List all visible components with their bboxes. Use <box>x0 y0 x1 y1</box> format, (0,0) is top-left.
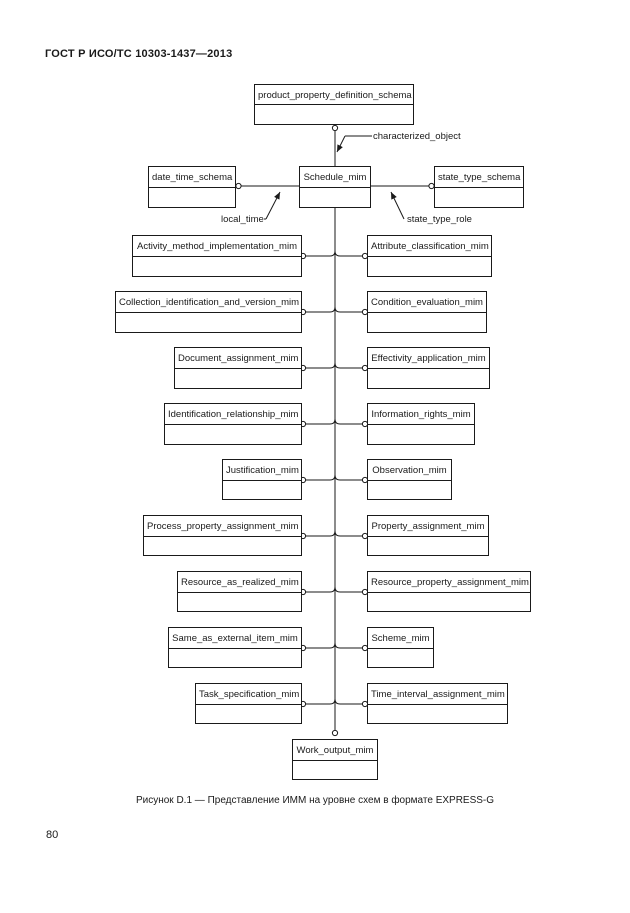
entity-name: Activity_method_implementation_mim <box>137 241 297 252</box>
entity-name: state_type_schema <box>438 172 521 183</box>
branch-hook-right <box>334 474 341 481</box>
entity-date-time-schema: date_time_schema <box>148 166 236 208</box>
entity-name: Identification_relationship_mim <box>168 409 299 420</box>
entity-name: Resource_as_realized_mim <box>181 577 299 588</box>
entity-name: Process_property_assignment_mim <box>147 521 299 532</box>
relation-circle-bottom <box>331 729 339 737</box>
entity-name: Justification_mim <box>226 465 299 476</box>
edge-label-state-type-role: state_type_role <box>407 214 472 225</box>
entity-attribute-classification-mim: Attribute_classification_mim <box>367 235 492 277</box>
branch-hook-left <box>329 250 336 257</box>
entity-name: Property_assignment_mim <box>371 521 485 532</box>
branch-hook-right <box>334 362 341 369</box>
entity-name: Condition_evaluation_mim <box>371 297 483 308</box>
entity-process-property-assignment-mim: Process_property_assignment_mim <box>143 515 302 556</box>
entity-name: Work_output_mim <box>296 745 374 756</box>
entity-schedule-mim: Schedule_mim <box>299 166 371 208</box>
page-number: 80 <box>46 829 59 841</box>
branch-hook-right <box>334 306 341 313</box>
entity-information-rights-mim: Information_rights_mim <box>367 403 475 445</box>
entity-justification-mim: Justification_mim <box>222 459 302 500</box>
branch-hook-right <box>334 698 341 705</box>
entity-state-type-schema: state_type_schema <box>434 166 524 208</box>
branch-hook-left <box>329 306 336 313</box>
branch-hook-left <box>329 642 336 649</box>
entity-name: Same_as_external_item_mim <box>172 633 298 644</box>
entity-name: Attribute_classification_mim <box>371 241 489 252</box>
entity-name: date_time_schema <box>152 172 233 183</box>
entity-document-assignment-mim: Document_assignment_mim <box>174 347 302 389</box>
entity-effectivity-application-mim: Effectivity_application_mim <box>367 347 490 389</box>
branch-hook-left <box>329 418 336 425</box>
entity-time-interval-assignment-mim: Time_interval_assignment_mim <box>367 683 508 724</box>
branch-hook-right <box>334 418 341 425</box>
entity-name: Effectivity_application_mim <box>371 353 486 364</box>
branch-hook-left <box>329 530 336 537</box>
arrow-head <box>337 144 343 152</box>
entity-task-specification-mim: Task_specification_mim <box>195 683 302 724</box>
entity-name: Scheme_mim <box>371 633 430 644</box>
entity-resource-as-realized-mim: Resource_as_realized_mim <box>177 571 302 612</box>
entity-work-output-mim: Work_output_mim <box>292 739 378 780</box>
branch-hook-left <box>329 698 336 705</box>
branch-hook-right <box>334 530 341 537</box>
branch-hook-left <box>329 474 336 481</box>
entity-name: Resource_property_assignment_mim <box>371 577 529 588</box>
relation-circle-date-time <box>235 182 242 190</box>
entity-collection-identification-and-version-mim: Collection_identification_and_version_mi… <box>115 291 302 333</box>
entity-name: Information_rights_mim <box>371 409 471 420</box>
entity-name: Observation_mim <box>372 465 447 476</box>
entity-name: Time_interval_assignment_mim <box>371 689 505 700</box>
entity-name: Collection_identification_and_version_mi… <box>119 297 300 308</box>
branch-hook-left <box>329 362 336 369</box>
branch-hook-right <box>334 586 341 593</box>
relation-circle-top <box>331 124 339 132</box>
entity-identification-relationship-mim: Identification_relationship_mim <box>164 403 302 445</box>
entity-name: Schedule_mim <box>303 172 367 183</box>
entity-observation-mim: Observation_mim <box>367 459 452 500</box>
edge-label-characterized-object: characterized_object <box>373 131 461 142</box>
entity-property-assignment-mim: Property_assignment_mim <box>367 515 489 556</box>
entity-activity-method-implementation-mim: Activity_method_implementation_mim <box>132 235 302 277</box>
branch-hook-right <box>334 250 341 257</box>
entity-resource-property-assignment-mim: Resource_property_assignment_mim <box>367 571 531 612</box>
entity-name: Task_specification_mim <box>199 689 300 700</box>
entity-name: Document_assignment_mim <box>178 353 299 364</box>
entity-scheme-mim: Scheme_mim <box>367 627 434 668</box>
branch-hook-left <box>329 586 336 593</box>
figure-caption: Рисунок D.1 — Представление ИММ на уровн… <box>135 795 495 806</box>
arrow-head <box>274 192 280 200</box>
edge-label-local-time: local_time <box>221 214 264 225</box>
branch-hook-right <box>334 642 341 649</box>
arrow-head <box>391 192 397 200</box>
document-header: ГОСТ Р ИСО/ТС 10303-1437—2013 <box>45 48 233 60</box>
entity-product-property-definition-schema: product_property_definition_schema <box>254 84 414 125</box>
entity-name: product_property_definition_schema <box>258 90 412 101</box>
entity-same-as-external-item-mim: Same_as_external_item_mim <box>168 627 302 668</box>
entity-condition-evaluation-mim: Condition_evaluation_mim <box>367 291 487 333</box>
